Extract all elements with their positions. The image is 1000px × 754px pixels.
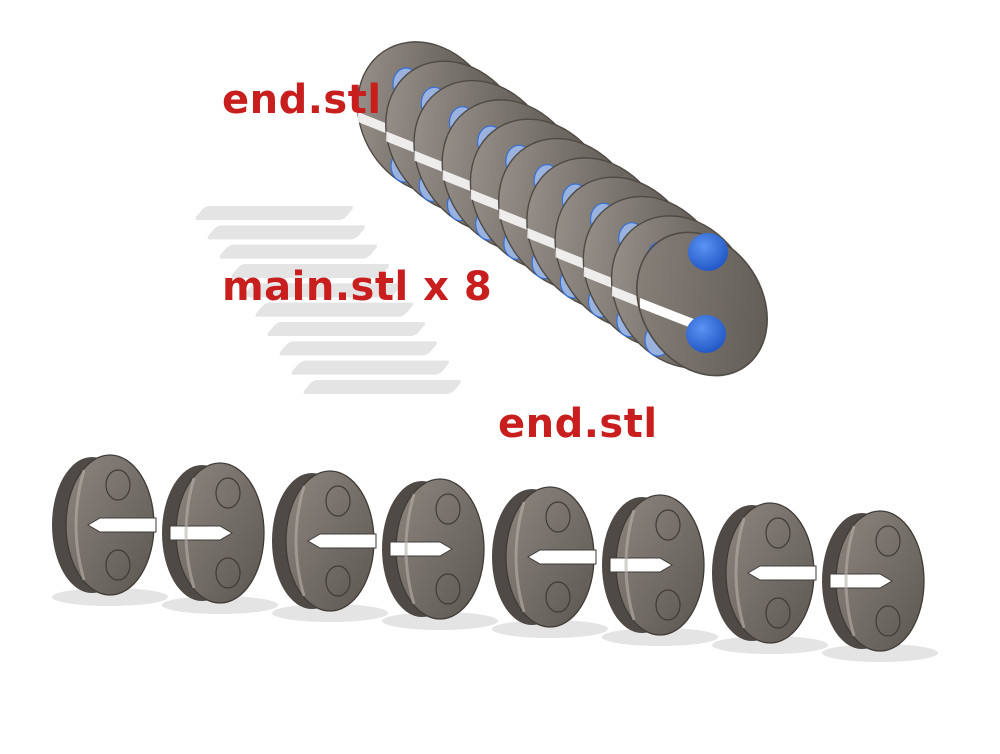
segment-shadow bbox=[712, 636, 828, 654]
segment-highlight bbox=[844, 525, 856, 637]
segment-shadow bbox=[195, 206, 354, 220]
exploded-segment bbox=[602, 494, 718, 646]
end-cap-front bbox=[636, 231, 768, 377]
segment-hole bbox=[435, 493, 461, 525]
segment-hole bbox=[435, 573, 461, 605]
segment-shadow bbox=[602, 628, 718, 646]
segment-highlight bbox=[514, 501, 526, 613]
segment-shadow bbox=[243, 283, 402, 298]
segment-highlight bbox=[404, 493, 416, 605]
segment-shadow bbox=[291, 360, 450, 375]
segment-slot bbox=[169, 525, 233, 541]
segment-slot bbox=[527, 549, 597, 565]
assembly-shadow-group bbox=[195, 206, 462, 394]
segment-shadow bbox=[231, 264, 390, 278]
segment-hole bbox=[545, 501, 571, 533]
exploded-segment bbox=[52, 454, 168, 606]
end-cap-hole-bottom bbox=[686, 315, 726, 353]
end-cap-hole-top bbox=[688, 233, 728, 271]
segment-highlight bbox=[74, 469, 86, 581]
label-end-top: end.stl bbox=[222, 77, 382, 123]
exploded-segment bbox=[382, 478, 498, 630]
segment-slot bbox=[389, 541, 453, 557]
exploded-segment bbox=[162, 462, 278, 614]
segment-shadow bbox=[492, 620, 608, 638]
segment-shadow bbox=[162, 596, 278, 614]
segment-shadow bbox=[255, 302, 414, 317]
segment-hole bbox=[105, 549, 131, 581]
exploded-segment bbox=[492, 486, 608, 638]
segment-hole bbox=[215, 557, 241, 589]
segment-shadow bbox=[219, 244, 378, 259]
segment-hole bbox=[105, 469, 131, 501]
segment-highlight bbox=[184, 477, 196, 589]
segment-hole bbox=[655, 589, 681, 621]
exploded-segment bbox=[272, 470, 388, 622]
label-end-bottom: end.stl bbox=[498, 401, 658, 447]
segment-shadow bbox=[272, 604, 388, 622]
segment-highlight bbox=[294, 485, 306, 597]
segment-slot bbox=[747, 565, 817, 581]
exploded-segment bbox=[712, 502, 828, 654]
segment-shadow bbox=[822, 644, 938, 662]
segment-hole bbox=[545, 581, 571, 613]
segment-highlight bbox=[734, 517, 746, 629]
segment-shadow bbox=[303, 380, 462, 394]
segment-hole bbox=[325, 565, 351, 597]
segment-hole bbox=[765, 517, 791, 549]
segment-slot bbox=[87, 517, 157, 533]
segment-hole bbox=[765, 597, 791, 629]
segment-hole bbox=[325, 485, 351, 517]
exploded-segment bbox=[822, 510, 938, 662]
segment-shadow bbox=[279, 341, 438, 356]
segment-shadow bbox=[267, 322, 426, 336]
segment-shadow bbox=[382, 612, 498, 630]
segment-hole bbox=[215, 477, 241, 509]
segment-hole bbox=[655, 509, 681, 541]
segment-slot bbox=[829, 573, 893, 589]
segment-hole bbox=[875, 605, 901, 637]
exploded-parts-row bbox=[52, 454, 938, 662]
segment-shadow bbox=[207, 225, 366, 240]
segment-hole bbox=[875, 525, 901, 557]
segment-slot bbox=[307, 533, 377, 549]
segment-slot bbox=[609, 557, 673, 573]
segment-highlight bbox=[624, 509, 636, 621]
end-cap-face bbox=[636, 231, 768, 377]
segment-shadow bbox=[52, 588, 168, 606]
label-main-x8: main.stl x 8 bbox=[222, 264, 493, 310]
assembled-part bbox=[356, 41, 768, 377]
